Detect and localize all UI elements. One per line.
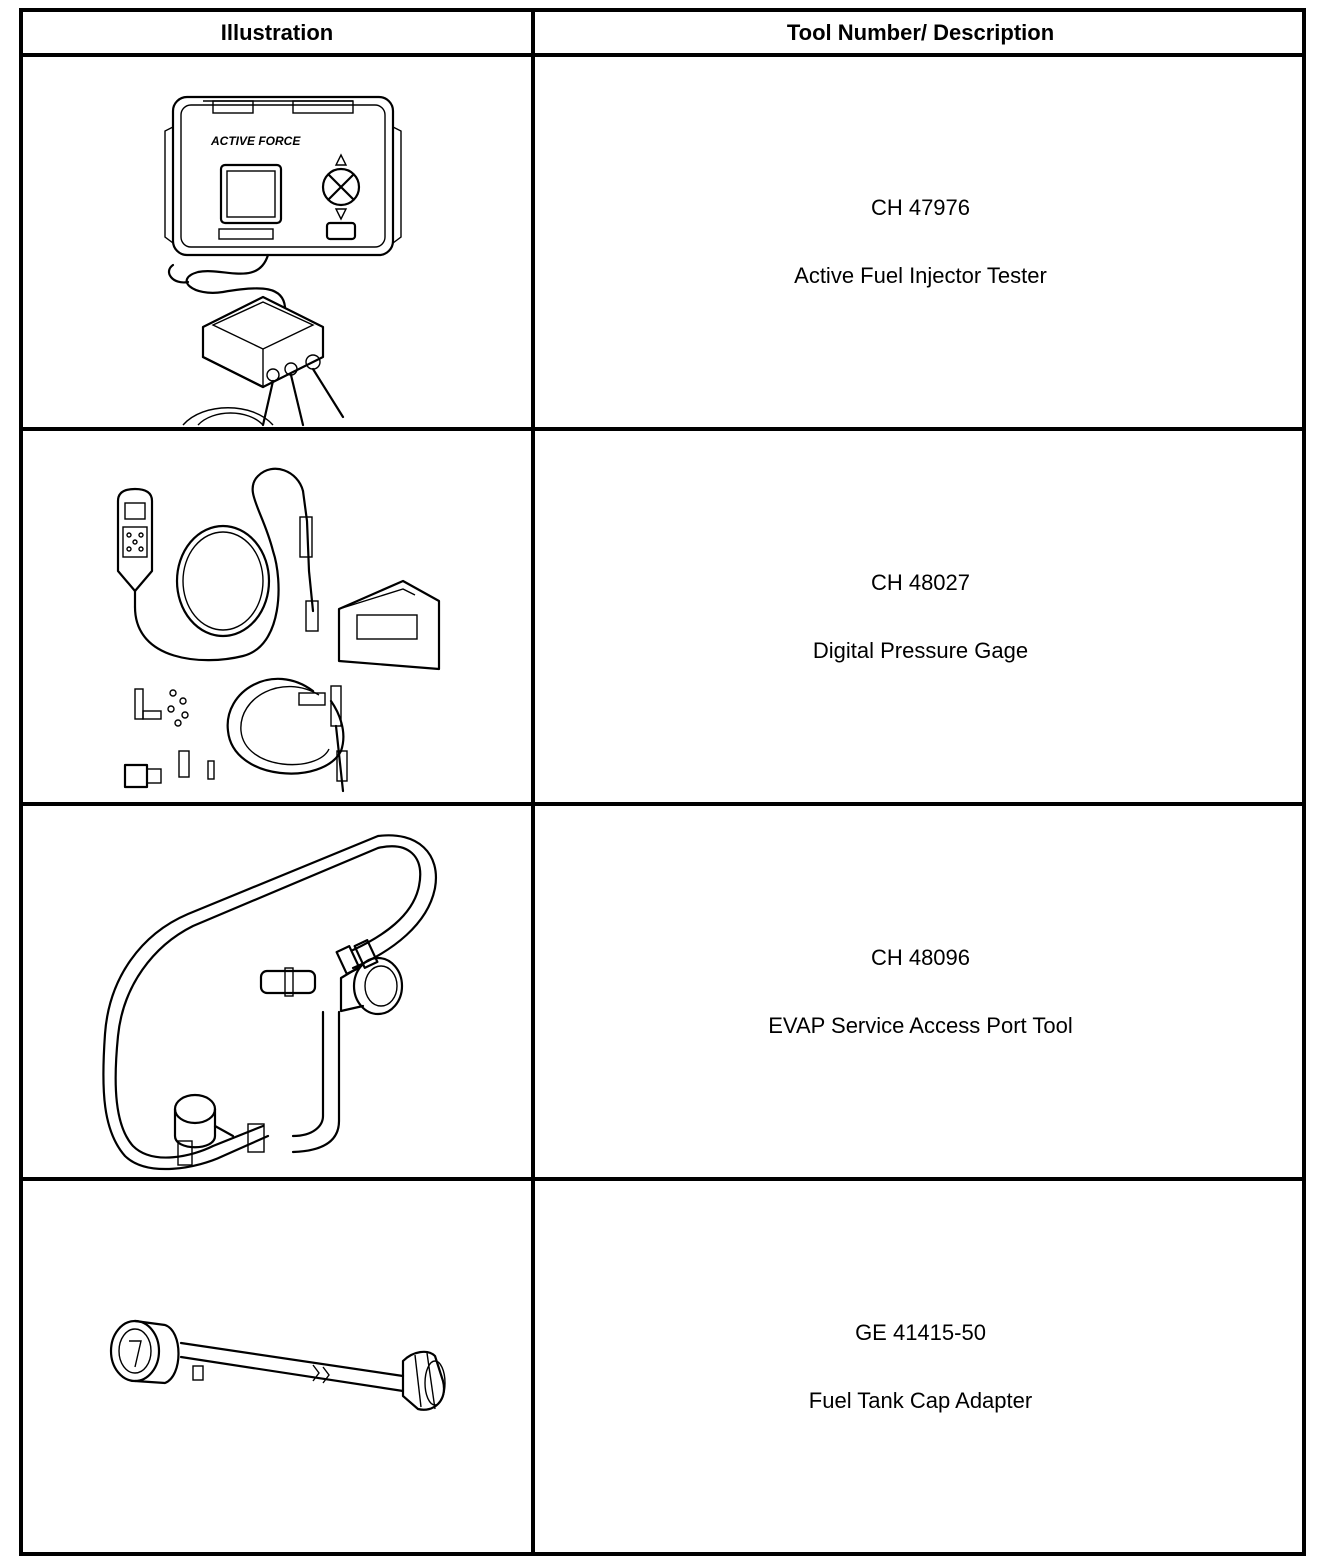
injector-tester-illustration: ACTIVE FORCE	[23, 57, 531, 427]
tool-cell: GE 41415-50 Fuel Tank Cap Adapter	[535, 1181, 1306, 1552]
column-divider	[531, 12, 535, 1552]
tool-cell: CH 47976 Active Fuel Injector Tester	[535, 57, 1306, 427]
tool-description: EVAP Service Access Port Tool	[768, 1012, 1073, 1038]
fuel-cap-adapter-illustration	[23, 1181, 531, 1552]
tool-cell: CH 48096 EVAP Service Access Port Tool	[535, 806, 1306, 1177]
tool-number: CH 47976	[870, 195, 971, 220]
tool-description: Fuel Tank Cap Adapter	[808, 1387, 1033, 1413]
tool-number: CH 48027	[870, 569, 971, 595]
table-row: ACTIVE FORCE	[23, 57, 1302, 427]
header-tool-number: Tool Number/ Description	[786, 19, 1055, 45]
tool-number: CH 48096	[870, 944, 971, 970]
tool-description: Active Fuel Injector Tester	[794, 263, 1047, 288]
table-row: GE 41415-50 Fuel Tank Cap Adapter	[23, 1181, 1302, 1552]
row-divider	[23, 802, 1302, 806]
header-illustration: Illustration	[220, 19, 334, 45]
tool-cell: CH 48027 Digital Pressure Gage	[535, 431, 1306, 802]
table-row: CH 48027 Digital Pressure Gage	[23, 431, 1302, 802]
evap-port-tool-illustration	[23, 806, 531, 1177]
svg-text:ACTIVE FORCE: ACTIVE FORCE	[210, 134, 301, 148]
header-divider	[23, 53, 1302, 57]
row-divider	[23, 1177, 1302, 1181]
tool-number: GE 41415-50	[855, 1319, 986, 1345]
pressure-gage-illustration	[23, 431, 531, 802]
tool-table: Illustration Tool Number/ Description AC…	[19, 8, 1306, 1556]
row-divider	[23, 427, 1302, 431]
tool-description: Digital Pressure Gage	[812, 637, 1029, 663]
table-row: CH 48096 EVAP Service Access Port Tool	[23, 806, 1302, 1177]
